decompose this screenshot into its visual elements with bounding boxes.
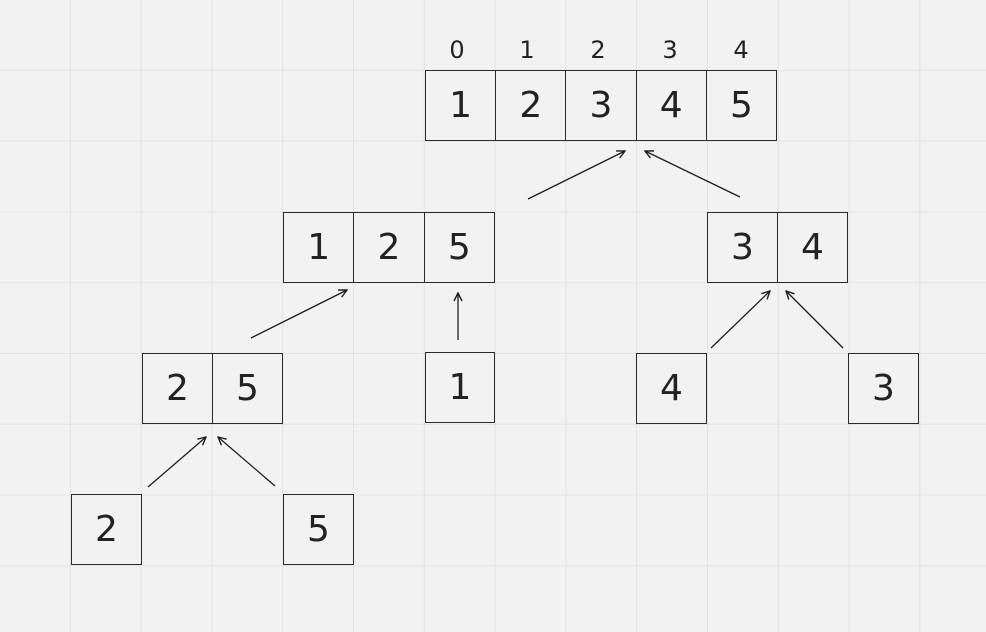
array-cell: 5: [423, 213, 494, 282]
array-cell: 1: [307, 227, 331, 268]
array-cell: 2: [495, 71, 565, 140]
array-cell: 1: [449, 85, 473, 126]
index-label: 2: [590, 36, 606, 64]
index-label: 0: [449, 36, 465, 64]
array-cell: 5: [212, 354, 282, 423]
index-label: 4: [733, 36, 749, 64]
index-label: 1: [519, 36, 535, 64]
array-cell: 1: [448, 367, 472, 408]
arrow-line: [218, 437, 276, 487]
array-cell: 4: [635, 71, 706, 140]
arrow-line: [786, 291, 844, 349]
array-cell: 4: [660, 368, 683, 409]
right-left-subarray: 4: [636, 353, 707, 424]
array-cell: 5: [307, 509, 330, 550]
right-subarray: 3 4: [707, 212, 848, 283]
array-cell: 2: [166, 368, 189, 409]
arrow-line: [710, 291, 770, 349]
arrow-line: [645, 151, 741, 198]
array-cell: 4: [777, 213, 847, 282]
index-label: 3: [662, 36, 678, 64]
leaf-subarray: 5: [283, 494, 354, 565]
array-cell: 2: [353, 213, 423, 282]
arrow-line: [250, 290, 347, 339]
left-left-subarray: 2 5: [142, 353, 283, 424]
left-subarray: 1 2 5: [283, 212, 495, 283]
arrow-line: [527, 151, 625, 200]
array-cell: 5: [705, 71, 776, 140]
right-right-subarray: 3: [848, 353, 919, 424]
array-cell: 2: [95, 509, 118, 550]
arrow-line: [147, 437, 206, 488]
leaf-subarray: 2: [71, 494, 142, 565]
array-cell: 3: [872, 368, 895, 409]
root-array: 1 2 3 4 5: [425, 70, 777, 141]
left-right-subarray: 1: [425, 352, 495, 423]
array-cell: 3: [731, 227, 754, 268]
array-cell: 3: [565, 71, 635, 140]
